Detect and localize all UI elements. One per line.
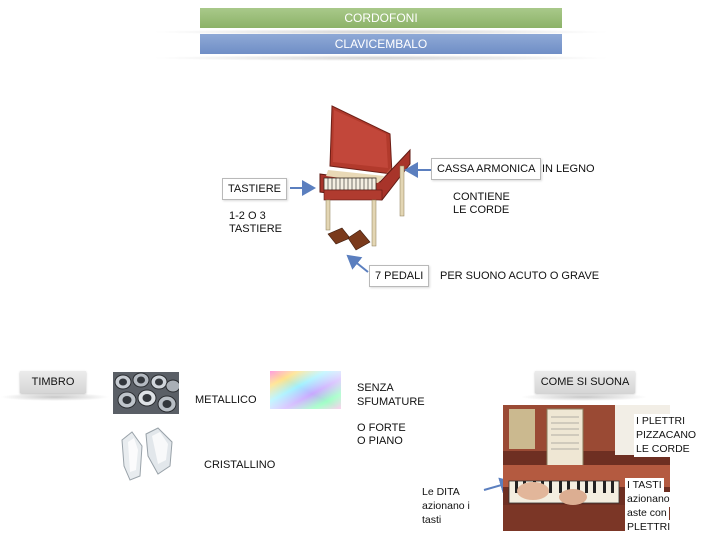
fingers-line1: Le DITA (420, 485, 462, 500)
playing-pill-shadow (520, 393, 648, 401)
crystals-image (118, 426, 178, 482)
plectra-line1: I PLETTRI (634, 414, 687, 429)
timbre-pill-shadow (0, 393, 110, 401)
dynamics-line1: O FORTE (357, 422, 406, 435)
soundboard-note-line2: LE CORDE (453, 204, 509, 217)
crystalline-label: CRISTALLINO (204, 459, 275, 472)
pedals-label: 7 PEDALI (369, 265, 429, 287)
soundboard-note-line1: CONTIENE (453, 191, 510, 204)
no-nuance-line1: SENZA (357, 382, 394, 395)
keyboards-note-line2: TASTIERE (229, 223, 282, 236)
playing-title: COME SI SUONA (535, 371, 635, 393)
fingers-line2: azionano i (420, 499, 472, 514)
rainbow-gradient-image (270, 371, 341, 409)
fingers-line3: tasti (420, 513, 443, 528)
keys-line1: I TASTI (625, 478, 664, 493)
no-nuance-line2: SFUMATURE (357, 396, 425, 409)
metal-pipes-image (113, 372, 179, 414)
keys-line4: PLETTRI (625, 520, 672, 535)
plectra-line2: PIZZACANO (634, 428, 698, 443)
timbre-title: TIMBRO (20, 371, 86, 393)
keyboards-label: TASTIERE (222, 178, 287, 200)
soundboard-material: IN LEGNO (542, 163, 595, 176)
keys-line2: azionano (625, 492, 672, 507)
soundboard-label: CASSA ARMONICA (431, 158, 541, 180)
metallic-label: METALLICO (195, 394, 257, 407)
keys-line3: aste con (625, 506, 669, 521)
plectra-line3: LE CORDE (634, 442, 692, 457)
pedals-note: PER SUONO ACUTO O GRAVE (440, 270, 599, 283)
keyboards-note-line1: 1-2 O 3 (229, 210, 266, 223)
arrow-pedals (348, 256, 368, 272)
dynamics-line2: O PIANO (357, 435, 403, 448)
